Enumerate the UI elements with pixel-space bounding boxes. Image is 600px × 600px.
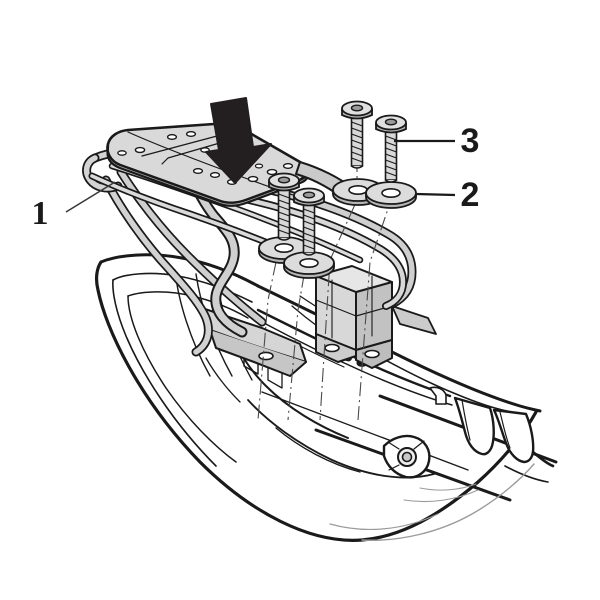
washer-rear-right — [365, 181, 417, 209]
install-direction-arrow — [205, 97, 272, 184]
callout-leader-1 — [65, 181, 116, 213]
callout-leader-2 — [415, 192, 456, 197]
washer-front-right — [283, 251, 335, 279]
callout-label-3: 3 — [461, 122, 480, 160]
callout-label-1: 1 — [32, 195, 49, 232]
callout-group: 1 2 3 — [32, 122, 480, 232]
callout-label-2: 2 — [461, 176, 480, 214]
